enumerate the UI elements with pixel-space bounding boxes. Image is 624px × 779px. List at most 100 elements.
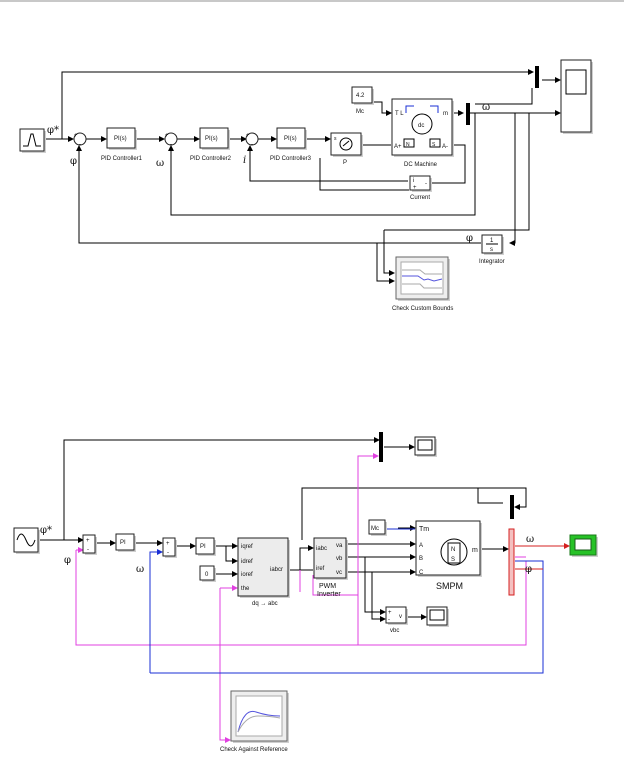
- svg-text:m: m: [472, 547, 478, 554]
- window-top-border: [0, 0, 624, 2]
- svg-text:1: 1: [490, 238, 494, 244]
- svg-text:B: B: [419, 556, 423, 562]
- svg-text:PI: PI: [200, 544, 206, 550]
- i-label-1: i: [243, 155, 246, 166]
- mux-bar-2b[interactable]: [510, 495, 514, 519]
- svg-text:iref: iref: [316, 566, 325, 572]
- diagram2-magenta-wires: [75, 453, 527, 743]
- dq-label: dq → abc: [252, 601, 278, 607]
- sine-wave-block[interactable]: [13, 527, 40, 554]
- dq-port-ioref: ioref: [241, 572, 253, 578]
- svg-text:-: -: [87, 547, 89, 553]
- const-label: Mc: [356, 109, 364, 115]
- integrator-label: Integrator: [479, 259, 505, 265]
- smpm-label: SMPM: [436, 581, 463, 591]
- signal-generator-block[interactable]: [19, 128, 46, 153]
- mux-bar-1a[interactable]: [535, 66, 539, 88]
- const-value: 4.2: [356, 93, 365, 99]
- dc-aplus: A+: [394, 144, 402, 150]
- pwm-inverter-block[interactable]: iabc iref va vb vc: [313, 537, 348, 580]
- mux-bar-2a[interactable]: [379, 432, 383, 462]
- svg-text:vb: vb: [336, 556, 343, 562]
- svg-text:+: +: [388, 610, 392, 616]
- svg-text:-: -: [388, 617, 390, 623]
- sum-block-2[interactable]: +-: [164, 132, 178, 148]
- pid2-text: PI(s): [205, 136, 218, 142]
- sum-block-1[interactable]: +-: [73, 132, 87, 148]
- pid2-label: PID Controller2: [190, 156, 232, 162]
- diagram2-red-wires: [515, 543, 570, 570]
- dc-tl: T L: [395, 111, 404, 117]
- svg-text:A: A: [419, 543, 423, 549]
- svg-text:-: -: [425, 181, 427, 187]
- scope-block-2a[interactable]: [414, 436, 437, 457]
- pwm-label-2: Inverter: [317, 591, 341, 598]
- pi-controller-2a[interactable]: PI: [115, 533, 136, 552]
- dc-machine-block[interactable]: T L m dc N S A+ A-: [391, 98, 454, 157]
- pi-controller-2b[interactable]: PI: [195, 537, 216, 556]
- diagram2-blue-wires: [149, 528, 544, 674]
- svg-text:-: -: [167, 550, 169, 556]
- constant-block-zero[interactable]: 0: [199, 565, 216, 582]
- smpm-block[interactable]: Tm A B C N S m: [415, 520, 482, 577]
- check-against-reference-block[interactable]: [230, 690, 289, 743]
- demux-bar-2c[interactable]: [508, 528, 515, 596]
- svg-text:Mc: Mc: [371, 526, 379, 532]
- sum-block-2a[interactable]: +-: [82, 534, 97, 555]
- phi-label-2a: φ: [64, 555, 71, 566]
- svg-text:S: S: [451, 557, 455, 563]
- diagram-smpm: φ* φ +- PI ω +- PI 0: [13, 432, 598, 753]
- controlled-voltage-source[interactable]: s: [330, 132, 363, 157]
- svg-text:iabc: iabc: [316, 546, 327, 552]
- diagram1-wires: [44, 69, 561, 284]
- integrator-block[interactable]: 1 s: [481, 234, 504, 255]
- dc-text: dc: [418, 123, 424, 129]
- dc-aminus: A-: [442, 144, 448, 150]
- pid-controller-3[interactable]: PI(s): [276, 127, 307, 150]
- svg-text:Tm: Tm: [419, 526, 429, 533]
- dq-port-idref: idref: [241, 559, 253, 565]
- svg-text:+: +: [86, 538, 90, 544]
- constant-block-mc[interactable]: 4.2: [351, 86, 374, 105]
- svg-text:C: C: [419, 570, 424, 576]
- vbc-measurement-block[interactable]: + - v: [385, 606, 408, 625]
- p-label: P: [343, 160, 347, 166]
- svg-text:PI: PI: [120, 540, 126, 546]
- svg-text:+: +: [74, 133, 78, 139]
- scope-block-green[interactable]: [569, 534, 598, 557]
- sum-block-3[interactable]: +-: [245, 132, 259, 148]
- sum-block-2b[interactable]: +-: [162, 537, 177, 558]
- svg-text:s: s: [334, 136, 337, 142]
- pid1-text: PI(s): [114, 136, 127, 142]
- phi-label-1b: φ: [466, 233, 473, 244]
- dq-port-iabcr: iabcr: [270, 567, 283, 573]
- svg-text:vc: vc: [336, 570, 342, 576]
- dq-port-the: the: [241, 586, 250, 592]
- current-measurement-block[interactable]: i + -: [409, 175, 432, 192]
- diagram-dc-machine: φ* φ +- +- +- PI(s) PID Controller1 ω PI…: [19, 59, 593, 312]
- dq-port-iqref: iqref: [241, 544, 253, 550]
- diagram2-wires: [38, 437, 527, 622]
- pid-controller-2[interactable]: PI(s): [199, 127, 230, 150]
- check-custom-bounds-block[interactable]: [395, 256, 450, 301]
- scope-block-1[interactable]: [560, 59, 593, 134]
- constant-block-mc-2[interactable]: Mc: [368, 519, 387, 536]
- pwm-label-1: PWM: [319, 583, 336, 590]
- check-against-reference-label: Check Against Reference: [220, 747, 288, 753]
- omega-label-1a: ω: [156, 158, 164, 169]
- pid-controller-1[interactable]: PI(s): [106, 127, 137, 150]
- scope-block-2b[interactable]: [426, 606, 449, 627]
- dc-m: m: [443, 111, 448, 117]
- svg-text:i: i: [413, 178, 414, 184]
- pid1-label: PID Controller1: [101, 156, 143, 162]
- svg-text:+: +: [413, 185, 417, 191]
- dq-to-abc-block[interactable]: iqref idref ioref the iabcr: [237, 537, 290, 598]
- pid3-text: PI(s): [284, 136, 297, 142]
- svg-text:N: N: [406, 142, 410, 148]
- phi-label-1a: φ: [70, 156, 77, 167]
- dc-machine-label: DC Machine: [404, 162, 438, 168]
- svg-text:va: va: [336, 543, 343, 549]
- mux-bar-1b[interactable]: [466, 103, 470, 125]
- svg-text:s: s: [490, 247, 493, 253]
